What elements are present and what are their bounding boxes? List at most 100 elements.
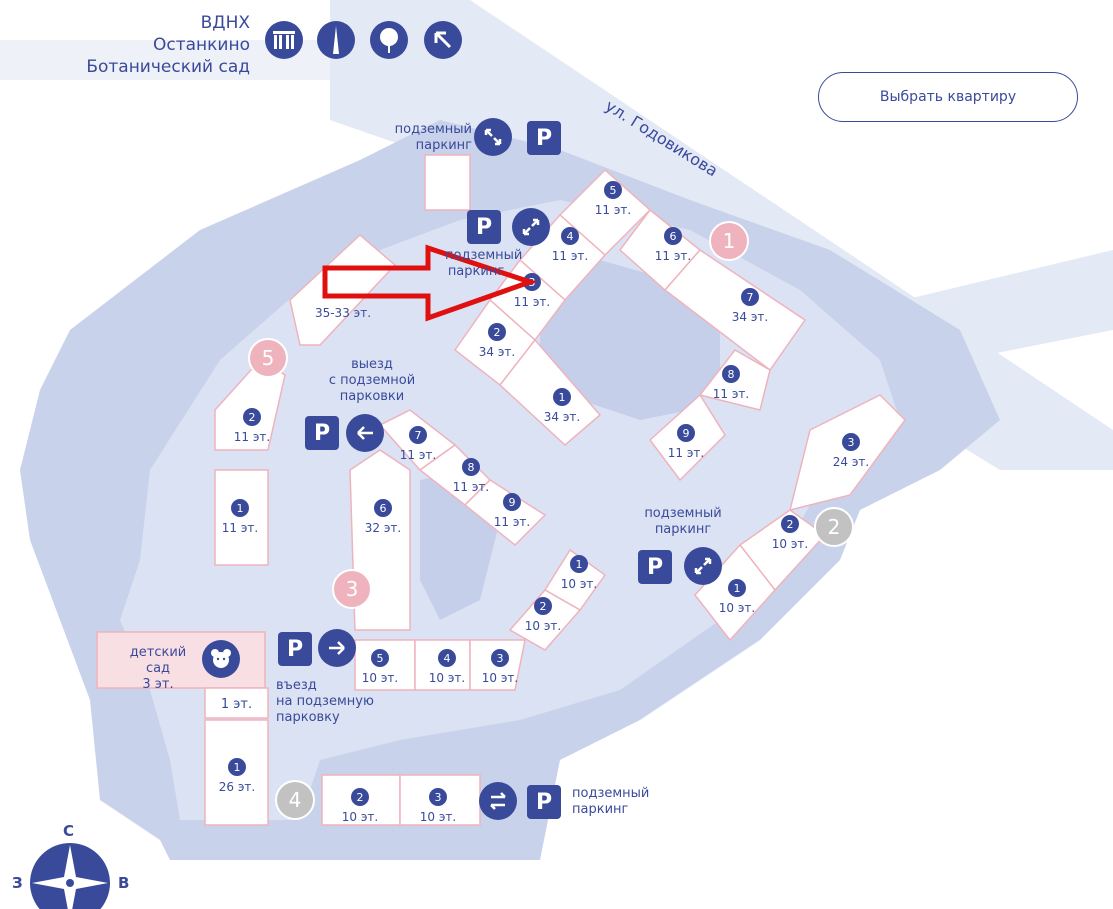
building-number: 2 xyxy=(494,326,501,339)
building-number-badge xyxy=(677,424,695,442)
building-floors: 11 эт. xyxy=(668,446,704,460)
building-marker[interactable]: 811 эт. xyxy=(453,458,489,494)
compass-east-label: В xyxy=(118,874,130,892)
building-marker[interactable]: 734 эт. xyxy=(732,288,768,324)
building-marker[interactable]: 911 эт. xyxy=(668,424,704,460)
building-floors: 11 эт. xyxy=(552,249,588,263)
entry-parking-label: въезд на подземную парковку xyxy=(276,678,396,726)
building-floors: 11 эт. xyxy=(494,515,530,529)
entry-label-line3: парковку xyxy=(276,710,340,725)
building-floors: 11 эт. xyxy=(713,387,749,401)
zone-markers: 1 2 3 4 5 xyxy=(248,221,854,820)
building-floors: 10 эт. xyxy=(561,577,597,591)
building-marker[interactable]: 234 эт. xyxy=(479,323,515,359)
poi-line-ostankino: Останкино xyxy=(153,35,250,55)
building-number: 2 xyxy=(357,791,364,804)
teddy-bear-icon xyxy=(202,640,240,678)
building-marker[interactable]: 210 эт. xyxy=(772,515,808,551)
zone-marker-3[interactable]: 3 xyxy=(332,569,372,609)
two-way-arrows-icon xyxy=(474,118,512,156)
building-marker[interactable]: 911 эт. xyxy=(494,493,530,529)
choose-apartment-button[interactable]: Выбрать квартиру xyxy=(818,72,1078,122)
building-number: 3 xyxy=(848,436,855,449)
two-way-arrows-icon xyxy=(479,782,517,820)
building-marker[interactable]: 411 эт. xyxy=(552,227,588,263)
zone-number: 3 xyxy=(346,577,359,601)
building-floors: 34 эт. xyxy=(732,310,768,324)
building-number-badge xyxy=(664,227,682,245)
building-floors: 10 эт. xyxy=(719,601,755,615)
building-floors: 11 эт. xyxy=(655,249,691,263)
building-marker[interactable]: 410 эт. xyxy=(429,649,465,685)
building-marker[interactable]: 126 эт. xyxy=(219,758,255,794)
building-marker[interactable]: 510 эт. xyxy=(362,649,398,685)
building-marker[interactable]: 110 эт. xyxy=(561,555,597,591)
kindergarten-below-floors: 1 эт. xyxy=(220,697,253,712)
building-number: 2 xyxy=(540,600,547,613)
building-marker[interactable]: 2 10 эт. xyxy=(342,788,378,824)
building-marker[interactable]: 310 эт. xyxy=(482,649,518,685)
building-number-badge xyxy=(553,388,571,406)
building-number-badge xyxy=(371,649,389,667)
building-marker[interactable]: 811 эт. xyxy=(713,365,749,401)
zone-marker-4[interactable]: 4 xyxy=(275,780,315,820)
exit-parking-label: выезд с подземной парковки xyxy=(312,357,432,405)
parking-label-mid-line2: паркинг xyxy=(654,522,712,537)
parking-label-top2: подземный паркинг xyxy=(445,248,523,280)
building-number-badge xyxy=(561,227,579,245)
entry-label-line1: въезд xyxy=(276,678,317,693)
building-floors: 11 эт. xyxy=(222,521,258,535)
building-marker[interactable]: 1 11 эт. xyxy=(222,499,258,535)
building-marker[interactable]: 611 эт. xyxy=(655,227,691,263)
building-number-badge xyxy=(438,649,456,667)
building-marker[interactable]: 211 эт. xyxy=(234,408,270,444)
building-floors: 35-33 эт. xyxy=(315,306,371,320)
zone-number: 1 xyxy=(723,229,736,253)
building-number-badge xyxy=(503,493,521,511)
building-floors: 24 эт. xyxy=(833,455,869,469)
zone-badge xyxy=(814,507,854,547)
zone-marker-1[interactable]: 1 xyxy=(709,221,749,261)
building-number-badge xyxy=(728,579,746,597)
building-floors: 10 эт. xyxy=(420,810,456,824)
parking-label-top2-line2: паркинг xyxy=(447,264,505,279)
zone-marker-5[interactable]: 5 xyxy=(248,338,288,378)
kindergarten-label: детский сад 3 эт. xyxy=(118,645,198,693)
building-number-badge xyxy=(491,649,509,667)
building-marker[interactable]: 2 10 эт. xyxy=(525,597,561,633)
compass-west-label: З xyxy=(12,874,23,892)
building-number: 5 xyxy=(377,652,384,665)
exit-label-line3: парковки xyxy=(339,389,405,404)
kindergarten-name-line1: детский xyxy=(129,645,187,660)
building-marker[interactable]: 134 эт. xyxy=(544,388,580,424)
parking-label-bottom-line2: паркинг xyxy=(572,802,629,817)
building-number-badge xyxy=(228,758,246,776)
building-number: 3 xyxy=(435,791,442,804)
parking-sign-icon: P xyxy=(305,416,339,450)
building-number-badge xyxy=(462,458,480,476)
building-number-badge xyxy=(534,597,552,615)
building-marker[interactable]: 110 эт. xyxy=(719,579,755,615)
building-number-badge xyxy=(604,181,622,199)
entry-label-line2: на подземную xyxy=(276,694,374,709)
building-markers: 511 эт.411 эт.611 эт.311 эт.734 эт.234 э… xyxy=(219,181,869,824)
building-marker[interactable]: 632 эт. xyxy=(365,499,401,535)
parking-label-bottom: подземный паркинг xyxy=(572,786,672,818)
compass-north-label: С xyxy=(63,822,75,840)
building-number: 1 xyxy=(559,391,566,404)
building-marker[interactable]: 711 эт. xyxy=(400,426,436,462)
building-marker[interactable]: 3 10 эт. xyxy=(420,788,456,824)
building-floors: 10 эт. xyxy=(525,619,561,633)
zone-badge xyxy=(275,780,315,820)
parking-sign-icon: P xyxy=(278,632,312,666)
kindergarten-block xyxy=(96,631,269,719)
gate-icon xyxy=(265,21,303,59)
building-marker[interactable]: 35-33 эт. xyxy=(315,306,371,320)
building-floors: 10 эт. xyxy=(342,810,378,824)
parking-label-top2-line1: подземный xyxy=(445,248,523,263)
building-marker[interactable]: 3 24 эт. xyxy=(833,433,869,469)
zone-marker-2[interactable]: 2 xyxy=(814,507,854,547)
parking-sign-icon: P xyxy=(527,121,561,155)
building-marker[interactable]: 511 эт. xyxy=(595,181,631,217)
building-number: 1 xyxy=(237,502,244,515)
